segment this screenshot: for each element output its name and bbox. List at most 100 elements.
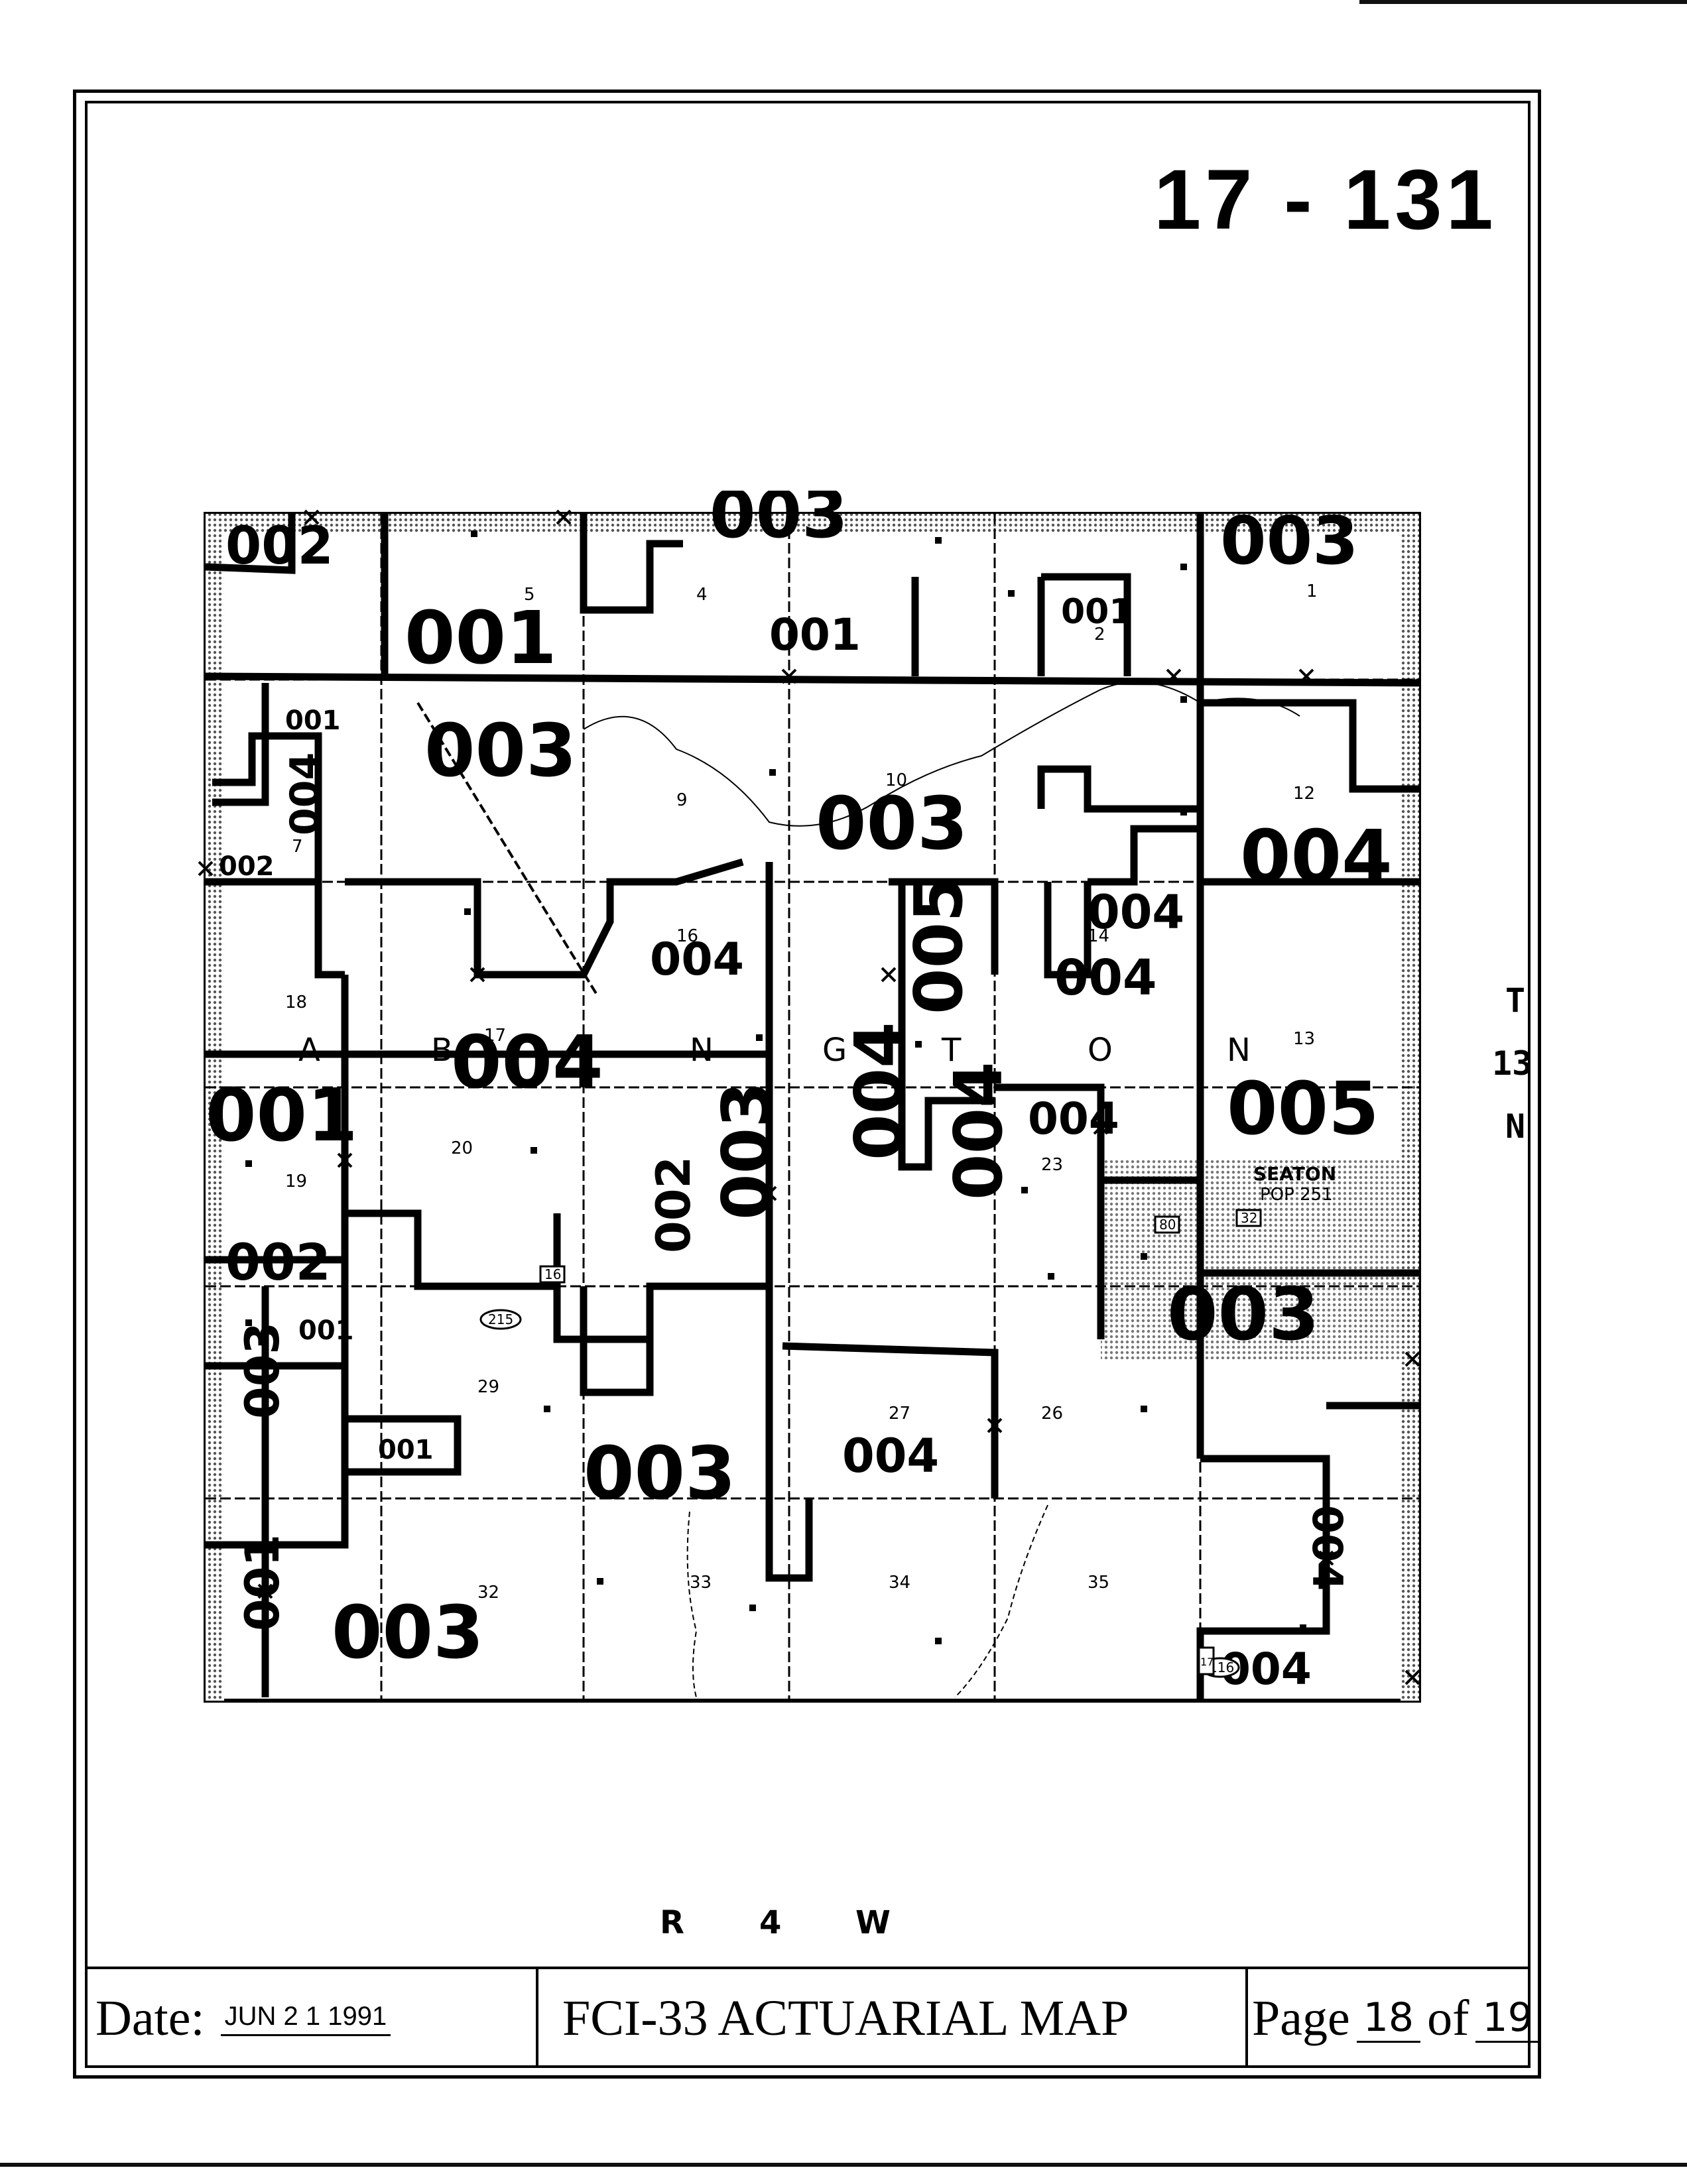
section-number: 9 xyxy=(676,790,688,810)
title-block-divider xyxy=(536,1969,538,2068)
page-of: of xyxy=(1427,1990,1469,2046)
range-label-w: W xyxy=(855,1904,891,1941)
township-letter: N xyxy=(1227,1032,1251,1069)
zone-label: 004 xyxy=(650,934,744,986)
section-number: 12 xyxy=(1293,784,1315,804)
map-frame-inner xyxy=(85,101,1531,2068)
date-cell: Date: JUN 2 1 1991 xyxy=(95,1969,533,2068)
zone-label: 001 xyxy=(378,1435,434,1465)
page-cell: Page 18 of 19 xyxy=(1252,1969,1540,2068)
edge-shading-left xyxy=(206,514,224,1701)
section-number: 7 xyxy=(292,837,303,857)
zone-label: 002 xyxy=(225,1233,331,1292)
section-number: 2 xyxy=(1094,625,1105,644)
section-number: 32 xyxy=(477,1583,499,1603)
section-number: 23 xyxy=(1041,1155,1063,1175)
range-label-number: 4 xyxy=(759,1904,782,1941)
zone-label: 001 xyxy=(405,595,557,680)
highway-marker: 16 xyxy=(544,1266,561,1282)
zone-label: 003 xyxy=(710,491,848,553)
section-number: 1 xyxy=(1306,581,1318,601)
township-letter: B xyxy=(431,1032,453,1069)
zone-label: 004 xyxy=(1088,885,1184,940)
section-number: 34 xyxy=(889,1573,910,1593)
zone-label: 004 xyxy=(451,1020,603,1105)
diagonal-road xyxy=(416,701,598,996)
zone-label: 001 xyxy=(235,1534,290,1631)
zone-label: 004 xyxy=(1240,814,1393,899)
map-title: FCI-33 ACTUARIAL MAP xyxy=(562,1990,1129,2046)
zone-label: 002 xyxy=(225,516,334,576)
zone-label: 005 xyxy=(1227,1066,1379,1151)
zone-label: 002 xyxy=(219,851,275,882)
township-letter: A xyxy=(298,1032,320,1069)
section-number: 33 xyxy=(690,1573,712,1593)
actuarial-map: 002 001 003 001 003 001 003 004 003 004 … xyxy=(198,491,1421,1703)
section-number: 26 xyxy=(1041,1404,1063,1424)
zone-label: 001 xyxy=(206,1073,358,1158)
section-number: 29 xyxy=(477,1377,499,1397)
zone-label: 003 xyxy=(235,1322,290,1419)
zone-label: 003 xyxy=(584,1431,736,1516)
scan-edge-bottom xyxy=(0,2163,1687,2167)
section-number: 17 xyxy=(484,1026,506,1046)
section-number: 27 xyxy=(889,1404,910,1424)
page-total: 19 xyxy=(1475,1994,1540,2043)
section-number: 18 xyxy=(285,993,307,1012)
page-label: Page xyxy=(1252,1990,1350,2046)
zone-label: 003 xyxy=(1167,1272,1320,1357)
title-block-divider xyxy=(1245,1969,1248,2068)
section-number: 13 xyxy=(1293,1029,1315,1049)
township-letter: I xyxy=(584,1032,593,1069)
edge-shading-right xyxy=(1401,514,1419,1701)
highway-marker: 80 xyxy=(1159,1217,1176,1233)
page-number: 18 xyxy=(1356,1994,1421,2043)
zone-label: 004 xyxy=(1303,1505,1351,1591)
section-number: 14 xyxy=(1088,926,1109,946)
section-number: 20 xyxy=(451,1138,473,1158)
date-value: JUN 2 1 1991 xyxy=(220,2002,391,2036)
creek-north xyxy=(583,681,1300,827)
zone-label: 004 xyxy=(840,1022,918,1160)
zone-label: 001 xyxy=(769,609,861,660)
township-name: A B I N G T O N xyxy=(298,1032,1251,1069)
zone-labels: 002 001 003 001 003 001 003 004 003 004 … xyxy=(206,491,1393,1695)
zone-label: 001 xyxy=(298,1315,354,1346)
edge-shading-top xyxy=(206,514,1419,532)
zone-label: 005 xyxy=(900,876,977,1014)
zone-boundaries xyxy=(205,514,1420,1701)
map-code: 17 - 131 xyxy=(1154,152,1497,247)
section-number: 19 xyxy=(285,1172,307,1191)
zone-label: 004 xyxy=(1028,1093,1119,1144)
township-label-t: T xyxy=(1505,981,1526,1020)
highway-marker: 32 xyxy=(1241,1210,1257,1226)
section-number: 4 xyxy=(696,585,708,605)
zone-label: 004 xyxy=(1054,949,1156,1006)
township-letter: T xyxy=(941,1032,962,1069)
section-numbers: 1 2 4 5 7 9 10 12 13 14 16 17 18 19 20 2… xyxy=(285,581,1318,1603)
section-number: 35 xyxy=(1088,1573,1109,1593)
title-block: Date: JUN 2 1 1991 FCI-33 ACTUARIAL MAP … xyxy=(85,1967,1540,2068)
zone-label: 001 xyxy=(1061,592,1133,632)
township-letter: G xyxy=(822,1032,847,1069)
zone-label: 003 xyxy=(1220,502,1359,579)
highway-markers: 215 16 80 32 116 17 xyxy=(479,1209,1262,1678)
boundary-cross-marks xyxy=(198,509,1420,1685)
zone-label: 004 xyxy=(282,753,328,835)
zone-label: 004 xyxy=(940,1062,1017,1200)
farmstead-markers xyxy=(245,530,1306,1644)
town-shading xyxy=(1101,1160,1412,1359)
highway-marker: 215 xyxy=(488,1311,513,1327)
zone-label: 004 xyxy=(842,1429,939,1483)
map-frame-outer xyxy=(73,90,1541,2079)
township-letter: O xyxy=(1088,1032,1113,1069)
zone-label: 003 xyxy=(816,781,968,866)
township-label-number: 13 xyxy=(1492,1044,1532,1083)
zone-label: 001 xyxy=(285,705,341,736)
town-name: SEATON xyxy=(1253,1163,1336,1185)
creek-south xyxy=(954,1504,1048,1698)
zone-label: 002 xyxy=(647,1156,701,1253)
section-number: 5 xyxy=(524,585,535,605)
township-letter: N xyxy=(690,1032,714,1069)
section-number: 16 xyxy=(676,926,698,946)
